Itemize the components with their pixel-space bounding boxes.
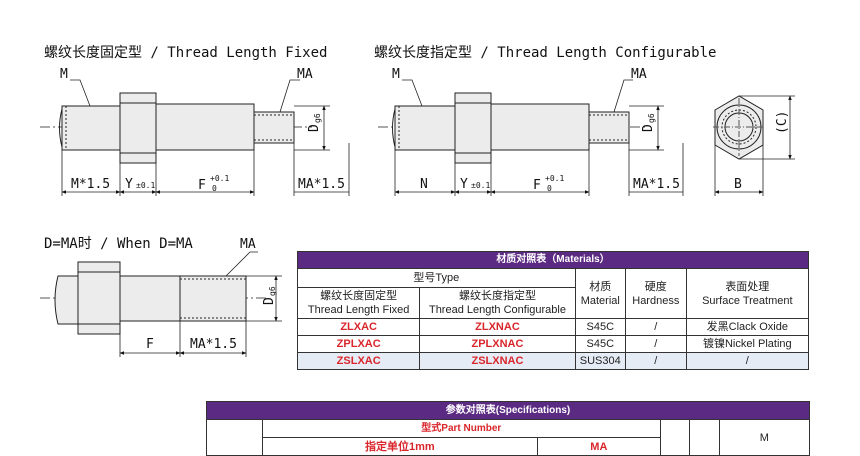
- label-d-equal: D: [262, 297, 277, 305]
- dimension-lines-equal: [119, 251, 282, 357]
- label-n-config: N: [420, 177, 428, 192]
- unit-header: 指定单位1mm: [261, 437, 538, 456]
- label-f-equal: F: [146, 337, 154, 352]
- configurable-header: 螺纹长度指定型 Thread Length Configurable: [419, 287, 576, 319]
- label-b: B: [734, 177, 742, 192]
- surface-header: 表面处理 Surface Treatment: [685, 268, 810, 319]
- label-ma-length-config: MA*1.5: [633, 177, 680, 192]
- dimension-lines-configurable: [394, 79, 684, 196]
- label-m-length-fixed: M*1.5: [71, 177, 110, 192]
- fixed-header: 螺纹长度固定型 Thread Length Fixed: [296, 287, 421, 319]
- label-g6-equal: g6: [268, 286, 277, 296]
- label-ma-equal: MA: [240, 237, 256, 252]
- label-ma-length-equal: MA*1.5: [190, 337, 237, 352]
- label-f-fixed: F: [198, 178, 206, 193]
- title-fixed: 螺纹长度固定型 / Thread Length Fixed: [44, 45, 327, 61]
- shaft-drawing-fixed: [40, 92, 312, 164]
- label-y-tolerance-config: ±0.1: [471, 181, 490, 190]
- label-f-tol-up-config: +0.1: [545, 174, 564, 183]
- label-f-config: F: [533, 178, 541, 193]
- specifications-title: 参数对照表(Specifications): [206, 401, 810, 420]
- m-header: M: [718, 419, 811, 456]
- shaft-drawing-configurable: [378, 92, 648, 164]
- materials-table: 材质对照表（Materials） 型号Type 材质 Material 硬度 H…: [296, 251, 810, 370]
- label-m-fixed: M: [60, 67, 68, 82]
- hexagon-dimension-lines: [714, 95, 795, 196]
- label-c: (C): [775, 111, 790, 134]
- label-d-fixed: D: [307, 124, 322, 132]
- table-row: ZPLXAC ZPLXNAC S45C / 镀镍Nickel Plating: [296, 335, 810, 353]
- label-ma-fixed: MA: [297, 67, 313, 82]
- label-f-tol-low-config: 0: [547, 184, 552, 193]
- hexagon-end-view: [713, 95, 765, 160]
- label-y-tolerance-fixed: ±0.1: [136, 181, 155, 190]
- label-y-config: Y: [460, 177, 468, 192]
- material-header: 材质 Material: [574, 268, 626, 319]
- table-row: ZLXAC ZLXNAC S45C / 发黑Clack Oxide: [296, 318, 810, 336]
- label-ma-length-fixed: MA*1.5: [298, 177, 345, 192]
- materials-title: 材质对照表（Materials）: [297, 251, 809, 269]
- part-number-header: 型式Part Number: [261, 419, 661, 438]
- label-m-config: M: [392, 67, 400, 82]
- type-header: 型号Type: [297, 268, 576, 288]
- dimension-lines-fixed: [61, 79, 350, 196]
- ma-header: MA: [536, 437, 661, 456]
- title-equal: D=MA时 / When D=MA: [44, 236, 193, 252]
- title-configurable: 螺纹长度指定型 / Thread Length Configurable: [374, 45, 716, 61]
- table-row: ZSLXAC ZSLXNAC SUS304 / /: [296, 352, 810, 370]
- specifications-table: 参数对照表(Specifications) 型式Part Number M 指定…: [206, 401, 811, 456]
- label-g6-fixed: g6: [313, 113, 322, 123]
- label-ma-config: MA: [631, 67, 647, 82]
- shaft-drawing-equal: [40, 261, 268, 335]
- label-g6-config: g6: [647, 113, 656, 123]
- label-f-tol-low-fixed: 0: [212, 184, 217, 193]
- label-d-config: D: [641, 124, 656, 132]
- label-f-tol-up-fixed: +0.1: [210, 174, 229, 183]
- label-y-fixed: Y: [125, 177, 133, 192]
- hardness-header: 硬度 Hardness: [624, 268, 687, 319]
